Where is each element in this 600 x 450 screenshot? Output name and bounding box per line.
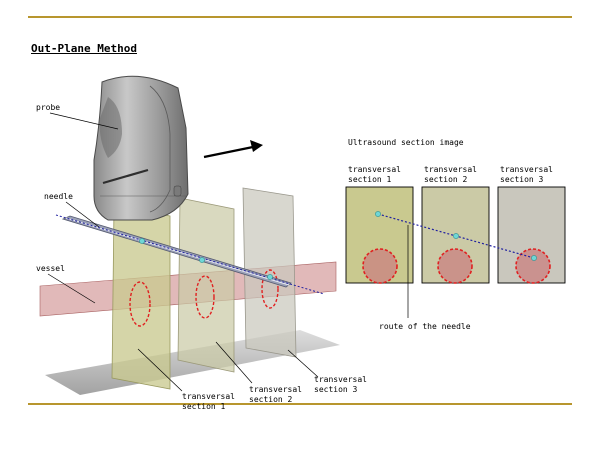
- probe: [93, 75, 189, 221]
- section-image-2-line2: section 2: [424, 175, 468, 184]
- probe-leader-line: [49, 112, 119, 130]
- section-image-1-line2: section 1: [348, 175, 392, 184]
- needle-point-2: [453, 233, 459, 239]
- section-3-leader-line: [287, 349, 319, 378]
- section-image-2-label: transversal section 2: [424, 165, 477, 185]
- probe-label: probe: [36, 103, 61, 112]
- vessel-image-3: [515, 248, 551, 284]
- vessel-cross-section-3: [261, 269, 279, 309]
- route-label: route of the needle: [379, 322, 471, 331]
- section-image-2-line1: transversal: [424, 165, 477, 174]
- plane-1-label: transversal section 1: [182, 392, 235, 412]
- section-image-3-label: transversal section 3: [500, 165, 553, 185]
- needle: [55, 214, 325, 295]
- plane-3-label: transversal section 3: [314, 375, 367, 395]
- page-title: Out-Plane Method: [31, 42, 137, 55]
- needle-point-1: [375, 211, 381, 217]
- plane-2-line2: section 2: [249, 395, 293, 404]
- needle-projection-line: [55, 214, 325, 295]
- movement-arrow: [203, 140, 263, 159]
- plane-3-line2: section 3: [314, 385, 358, 394]
- plane-3-line1: transversal: [314, 375, 367, 384]
- bottom-rule: [28, 403, 572, 405]
- needle-point-3: [531, 255, 537, 261]
- needle-label: needle: [44, 192, 73, 201]
- ultrasound-section-title: Ultrasound section image: [348, 138, 464, 147]
- top-rule: [28, 16, 572, 18]
- vessel-label: vessel: [36, 264, 65, 273]
- vessel-leader-line: [47, 273, 96, 304]
- plane-1-line2: section 1: [182, 402, 226, 411]
- vessel-cross-section-1: [129, 281, 151, 327]
- section-image-1-label: transversal section 1: [348, 165, 401, 185]
- vessel-image-1: [362, 248, 398, 284]
- section-image-3-line1: transversal: [500, 165, 553, 174]
- label-leaders: [47, 112, 319, 392]
- vessel-cross-section-2: [195, 275, 215, 319]
- plane-1-line1: transversal: [182, 392, 235, 401]
- transversal-plane-2: [177, 197, 235, 373]
- section-1-leader-line: [137, 348, 183, 392]
- plane-2-line1: transversal: [249, 385, 302, 394]
- section-image-3-line2: section 3: [500, 175, 544, 184]
- section-image-1-line1: transversal: [348, 165, 401, 174]
- plane-2-label: transversal section 2: [249, 385, 302, 405]
- section-2-leader-line: [215, 341, 253, 384]
- vessel-image-2: [437, 248, 473, 284]
- needle-leader-line: [65, 201, 100, 228]
